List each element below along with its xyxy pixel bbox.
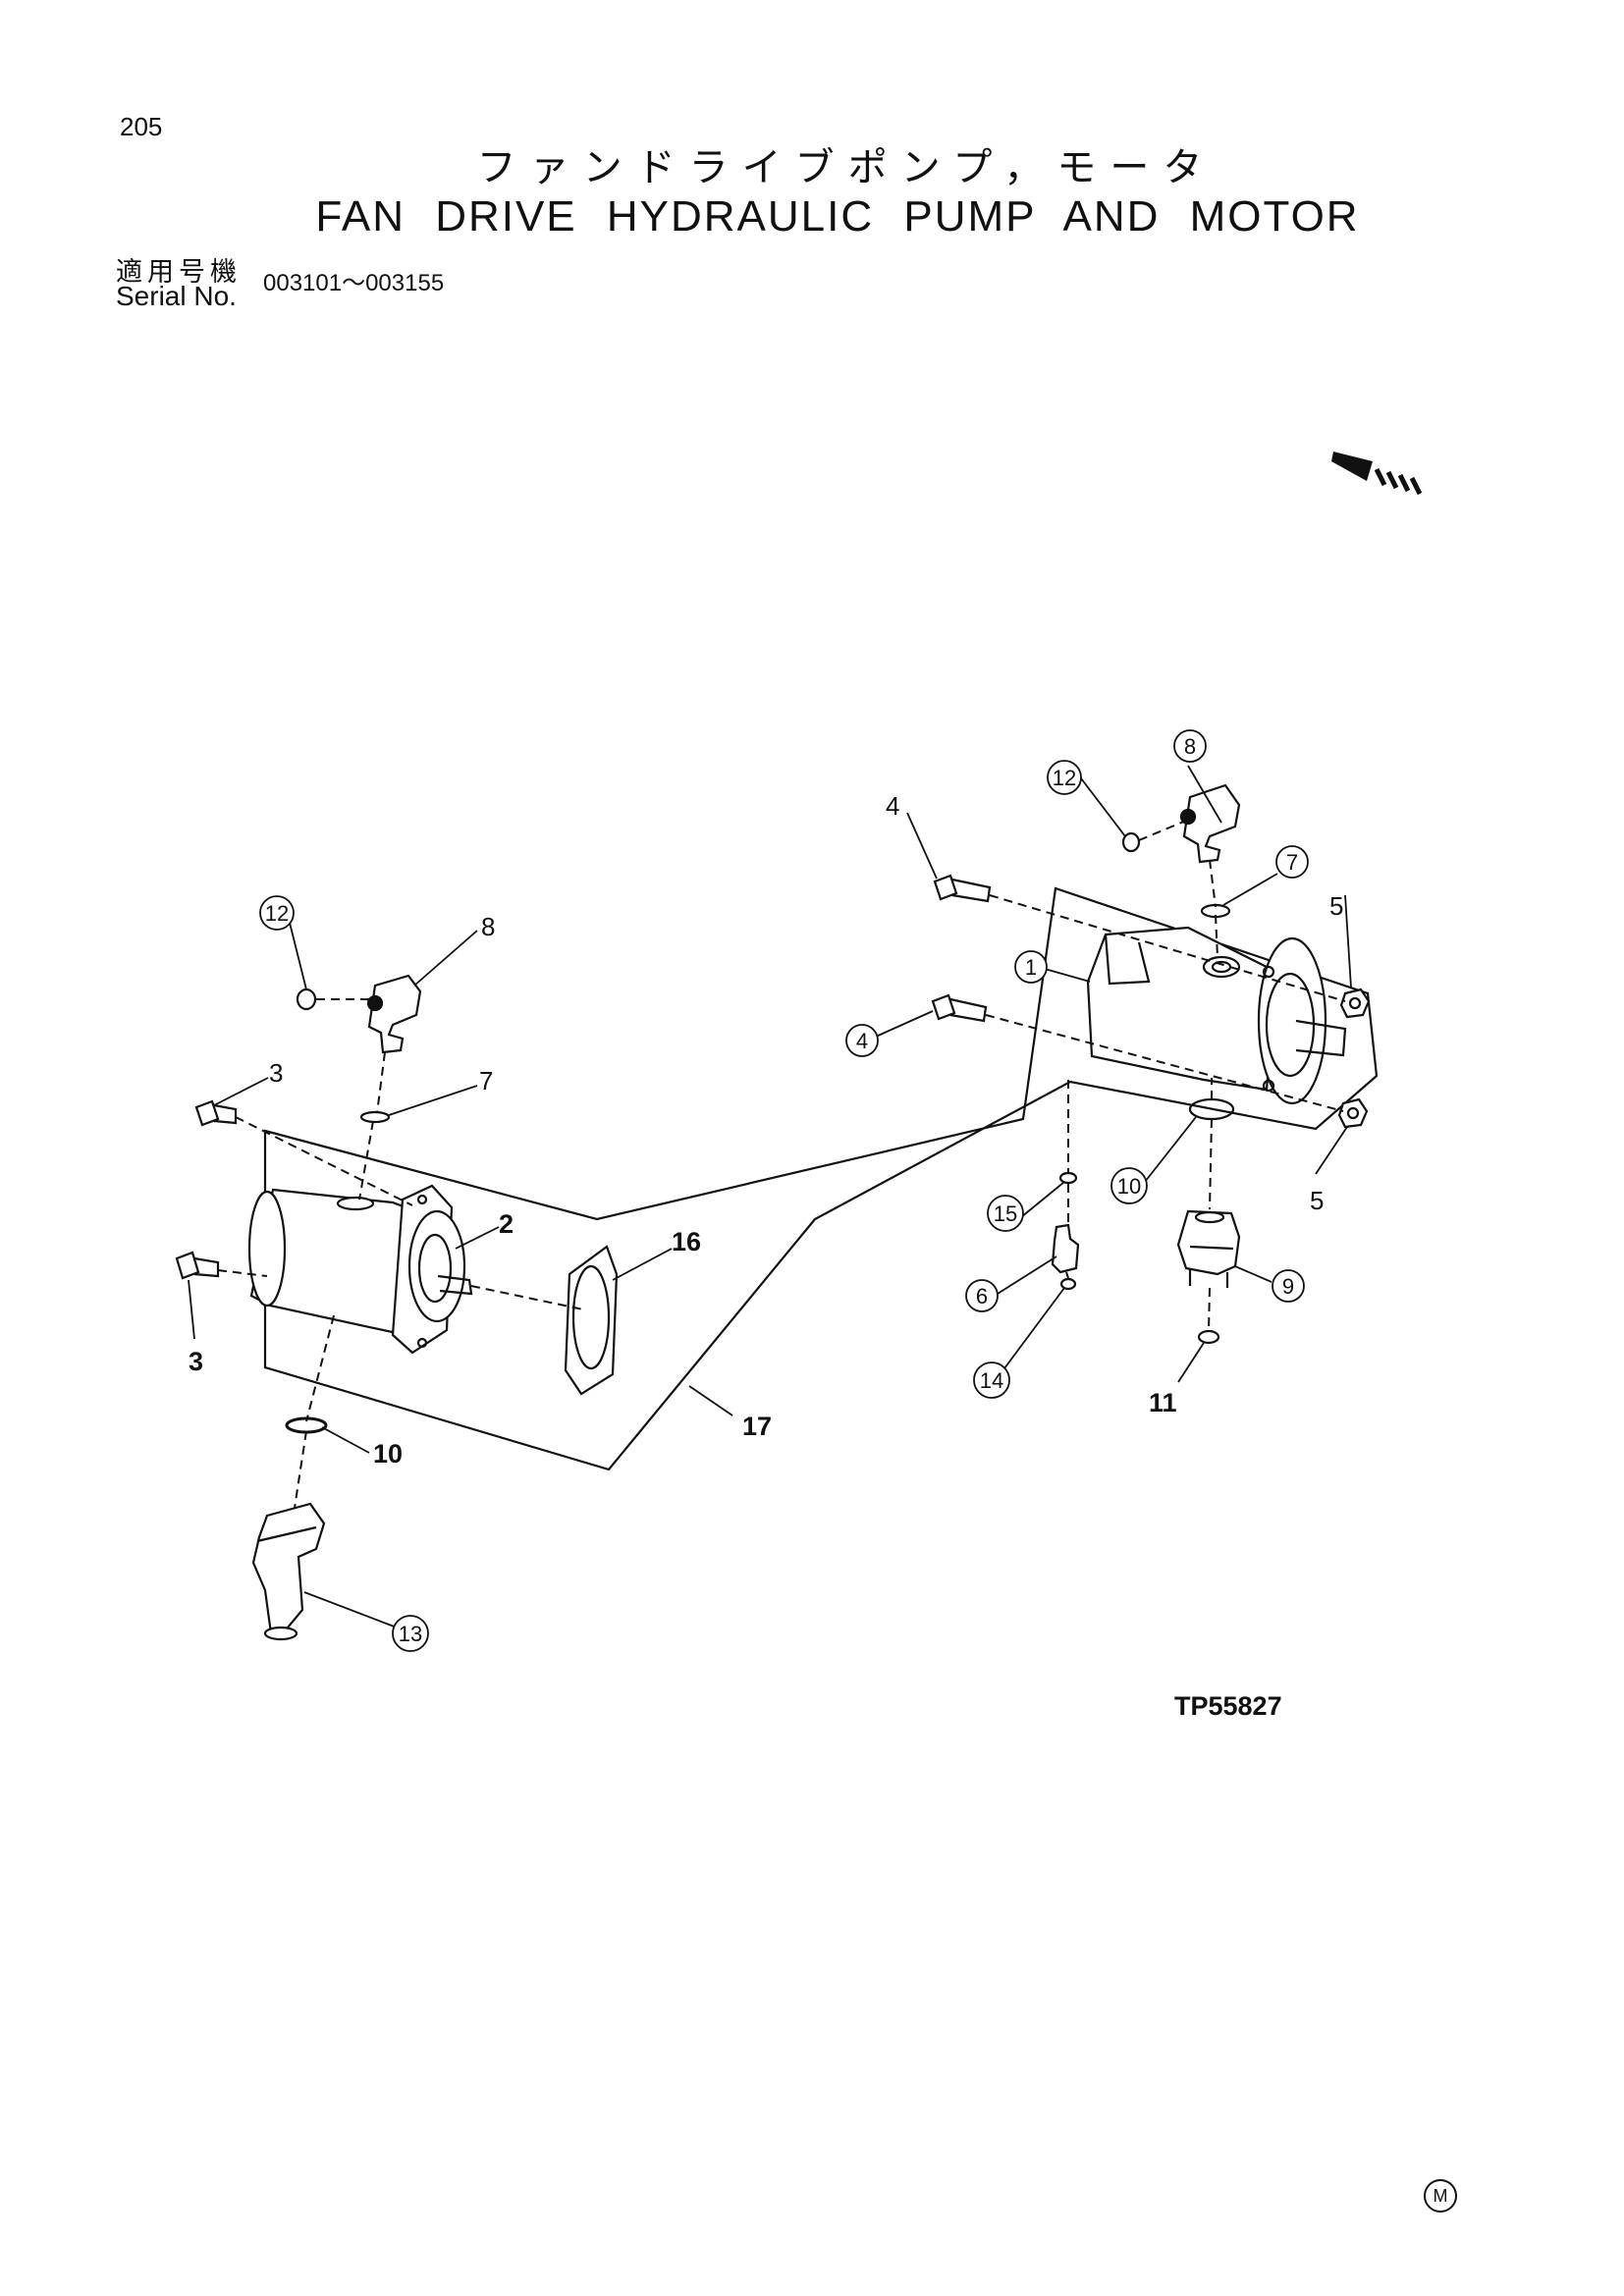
serial-label-japanese: 適用号機: [116, 257, 242, 288]
bolt-4-upper: [933, 874, 992, 903]
o-ring-12-right: [1121, 831, 1141, 853]
elbow-fitting-left: [366, 974, 422, 1054]
figure-code: TP55827: [1174, 1691, 1282, 1721]
title-japanese: ファンドライブポンプ，モータ: [476, 145, 1217, 190]
callout-12-left: 12: [265, 901, 289, 926]
title-english: FAN DRIVE HYDRAULIC PUMP AND MOTOR: [315, 192, 1360, 240]
callout-3-upper: 3: [269, 1058, 283, 1088]
nut-5-lower: [1337, 1097, 1369, 1129]
callout-4-lower: 4: [856, 1029, 868, 1053]
corner-mark: M: [1424, 2179, 1457, 2213]
callout-12-right: 12: [1053, 766, 1076, 790]
direction-arrow-icon: [1331, 452, 1423, 496]
elbow-fitting-right: [1179, 783, 1241, 864]
callout-15: 15: [994, 1201, 1017, 1226]
o-ring-7-left: [359, 1110, 391, 1124]
callout-16: 16: [672, 1227, 701, 1256]
bolt-3-lower: [175, 1251, 220, 1280]
callout-10-right: 10: [1117, 1174, 1141, 1199]
callout-3-lower: 3: [189, 1347, 203, 1376]
callout-9: 9: [1282, 1274, 1294, 1299]
page-number: 205: [120, 112, 163, 141]
callout-10-left: 10: [373, 1439, 403, 1468]
callout-5-lower: 5: [1310, 1186, 1324, 1215]
callout-7-right: 7: [1286, 850, 1298, 875]
callout-4-upper: 4: [886, 791, 899, 821]
elbow-pipe-13: [251, 1502, 326, 1641]
callout-8-left: 8: [481, 912, 495, 941]
serial-label-english: Serial No.: [116, 281, 237, 311]
o-ring-12-left: [296, 988, 317, 1011]
o-ring-11: [1197, 1329, 1220, 1345]
callout-13: 13: [399, 1622, 422, 1646]
adapter-6: [1051, 1223, 1080, 1274]
nut-5-upper: [1339, 988, 1371, 1019]
callout-labels: 1 2 3 3 4 4 5 5 6 7 7 8 8 9 10 10 11 12: [189, 729, 1343, 1652]
bolt-4-lower: [931, 993, 988, 1023]
callout-11: 11: [1149, 1388, 1177, 1417]
callout-7-left: 7: [479, 1066, 493, 1095]
hydraulic-motor: [247, 1184, 473, 1355]
gasket: [564, 1245, 619, 1396]
callout-2: 2: [499, 1209, 514, 1239]
callout-1: 1: [1025, 955, 1037, 980]
callout-17: 17: [742, 1412, 772, 1441]
callout-5-upper: 5: [1329, 891, 1343, 921]
serial-range: 003101～003155: [263, 270, 445, 296]
callout-14: 14: [980, 1368, 1003, 1393]
bolt-3-upper: [194, 1099, 238, 1127]
callout-8-right: 8: [1184, 734, 1196, 759]
o-ring-14: [1059, 1277, 1077, 1291]
callout-6: 6: [976, 1284, 988, 1308]
connector-9: [1176, 1209, 1241, 1288]
o-ring-15: [1058, 1171, 1078, 1185]
